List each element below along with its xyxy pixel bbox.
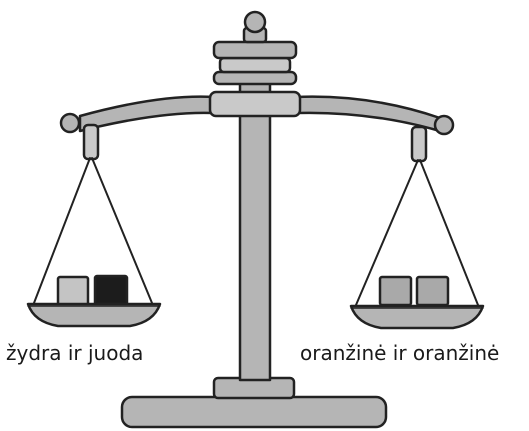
left-hanger-hook [82,123,100,161]
scale-pillar [238,76,272,382]
beam-end-right [433,114,455,136]
left-block-2 [93,274,129,307]
pillar-cap-lower [212,70,298,86]
right-pan-string-2 [419,159,479,306]
beam-end-left [59,112,81,134]
left-block-1 [56,275,90,307]
pillar-cap-upper [212,40,298,60]
right-pan-label: oranžinė ir oranžinė [300,341,500,365]
left-pan-label: žydra ir juoda [6,341,144,365]
scale-base [120,395,388,429]
left-pan-string-2 [91,157,153,304]
left-pan-string-1 [33,157,91,304]
right-pan-string-1 [355,159,419,306]
pillar-finial [243,10,267,34]
beam-collar [208,90,302,118]
right-hanger-hook [410,125,428,163]
right-block-2 [415,275,450,307]
pillar-cap-middle [218,56,292,74]
right-block-1 [378,275,413,307]
right-pan [349,304,485,330]
left-pan [26,302,162,328]
